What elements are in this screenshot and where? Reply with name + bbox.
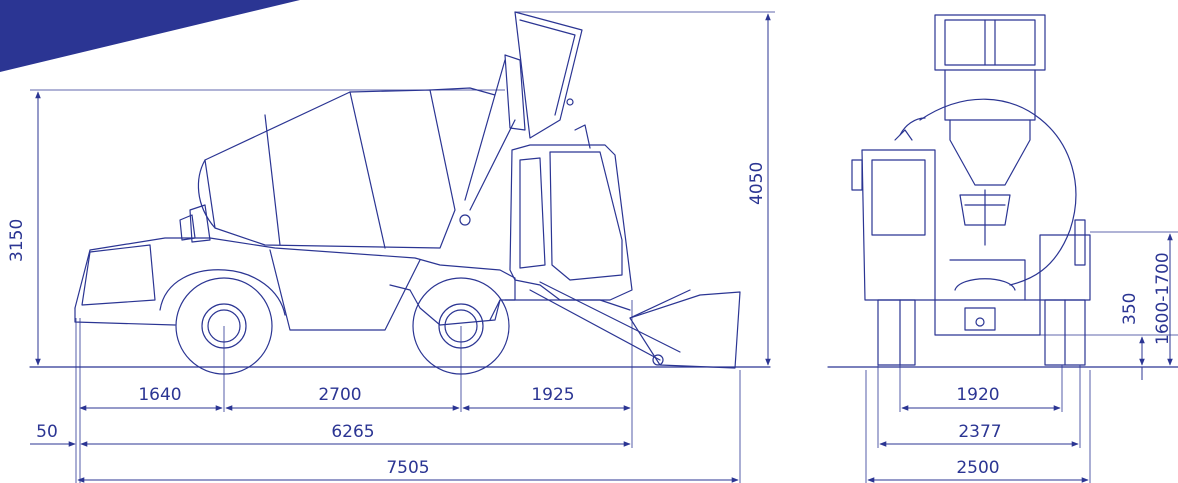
dim-length-without-bucket: 6265 <box>331 422 374 442</box>
chassis <box>74 237 631 331</box>
dim-bumper-offset: 50 <box>36 422 58 442</box>
rear-cab <box>851 129 936 301</box>
bucket-lower <box>529 281 741 369</box>
dim-front-overhang: 1640 <box>138 385 181 405</box>
dim-height-drum: 3150 <box>7 219 27 262</box>
corner-banner <box>0 0 300 72</box>
dim-body-width: 2377 <box>958 422 1001 442</box>
dim-height-bucket: 4050 <box>747 162 767 205</box>
cab <box>509 124 633 301</box>
rear-view: 1920 2377 2500 350 1600-1700 <box>827 14 1178 483</box>
drum <box>179 87 496 249</box>
dim-track: 1920 <box>956 385 999 405</box>
dim-ground-clearance: 350 <box>1120 293 1140 325</box>
rear-hopper <box>934 14 1046 246</box>
dim-overall-length: 7505 <box>386 458 429 478</box>
dim-overall-width: 2500 <box>956 458 999 478</box>
dim-rear-overhang: 1925 <box>531 385 574 405</box>
rear-wheels <box>877 299 1086 366</box>
bucket-raised <box>459 11 583 226</box>
side-view: 3150 4050 1640 2700 1925 50 6265 7505 <box>7 11 775 483</box>
dim-discharge-height: 1600-1700 <box>1153 252 1173 345</box>
dim-wheelbase: 2700 <box>318 385 361 405</box>
